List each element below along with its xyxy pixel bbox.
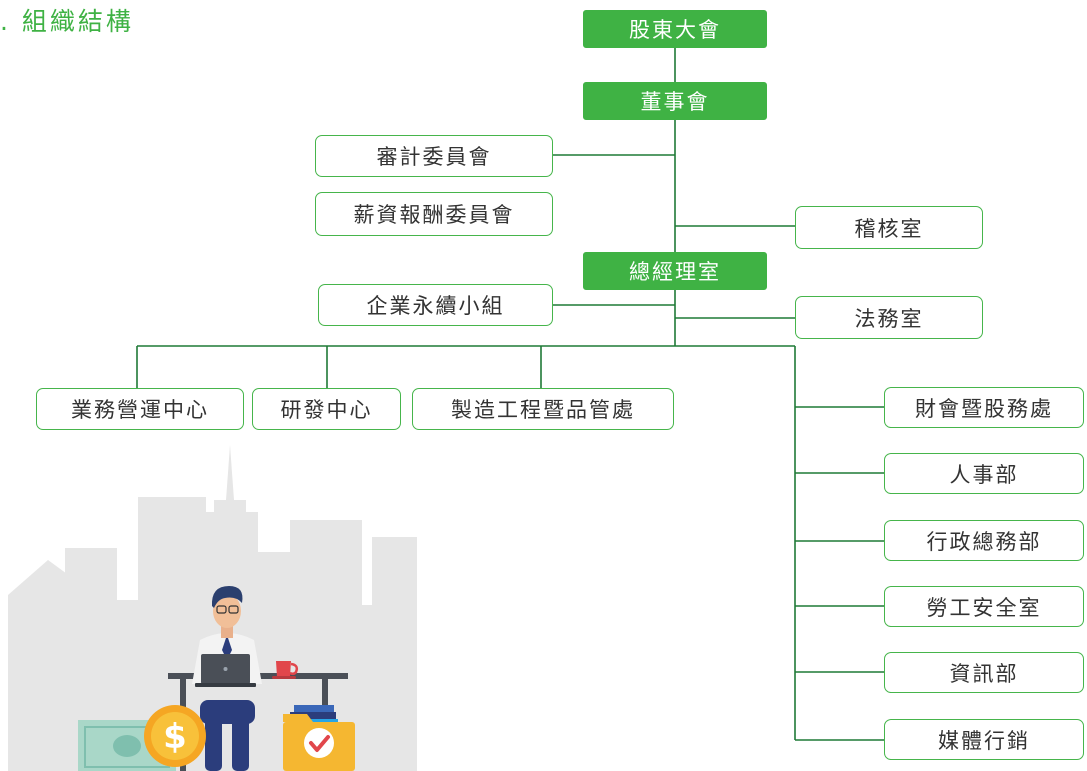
node-shareholders-meeting: 股東大會 (583, 10, 767, 48)
node-finance-stock-affairs: 財會暨股務處 (884, 387, 1084, 428)
node-president-office: 總經理室 (583, 252, 767, 290)
node-sustainability-team: 企業永續小組 (318, 284, 553, 326)
node-it-department: 資訊部 (884, 652, 1084, 693)
node-audit-committee: 審計委員會 (315, 135, 553, 177)
node-legal-office: 法務室 (795, 296, 983, 339)
books-icon (288, 705, 338, 724)
page-title: . 組織結構 (0, 7, 134, 36)
title-bullet-icon: . (0, 7, 22, 36)
svg-text:$: $ (163, 717, 187, 757)
node-internal-audit: 稽核室 (795, 206, 983, 249)
checked-folder-icon (283, 714, 355, 771)
node-business-operations-center: 業務營運中心 (36, 388, 244, 430)
laptop-icon (195, 654, 256, 687)
node-manufacturing-qa: 製造工程暨品管處 (412, 388, 674, 430)
node-media-marketing: 媒體行銷 (884, 719, 1084, 760)
node-board-of-directors: 董事會 (583, 82, 767, 120)
node-hr-department: 人事部 (884, 453, 1084, 494)
node-rd-center: 研發中心 (252, 388, 401, 430)
node-labor-safety-office: 勞工安全室 (884, 586, 1084, 627)
node-compensation-committee: 薪資報酬委員會 (315, 192, 553, 236)
node-admin-general-affairs: 行政總務部 (884, 520, 1084, 561)
coffee-mug-icon (272, 661, 299, 679)
dollar-coin-icon: $ (144, 705, 206, 767)
